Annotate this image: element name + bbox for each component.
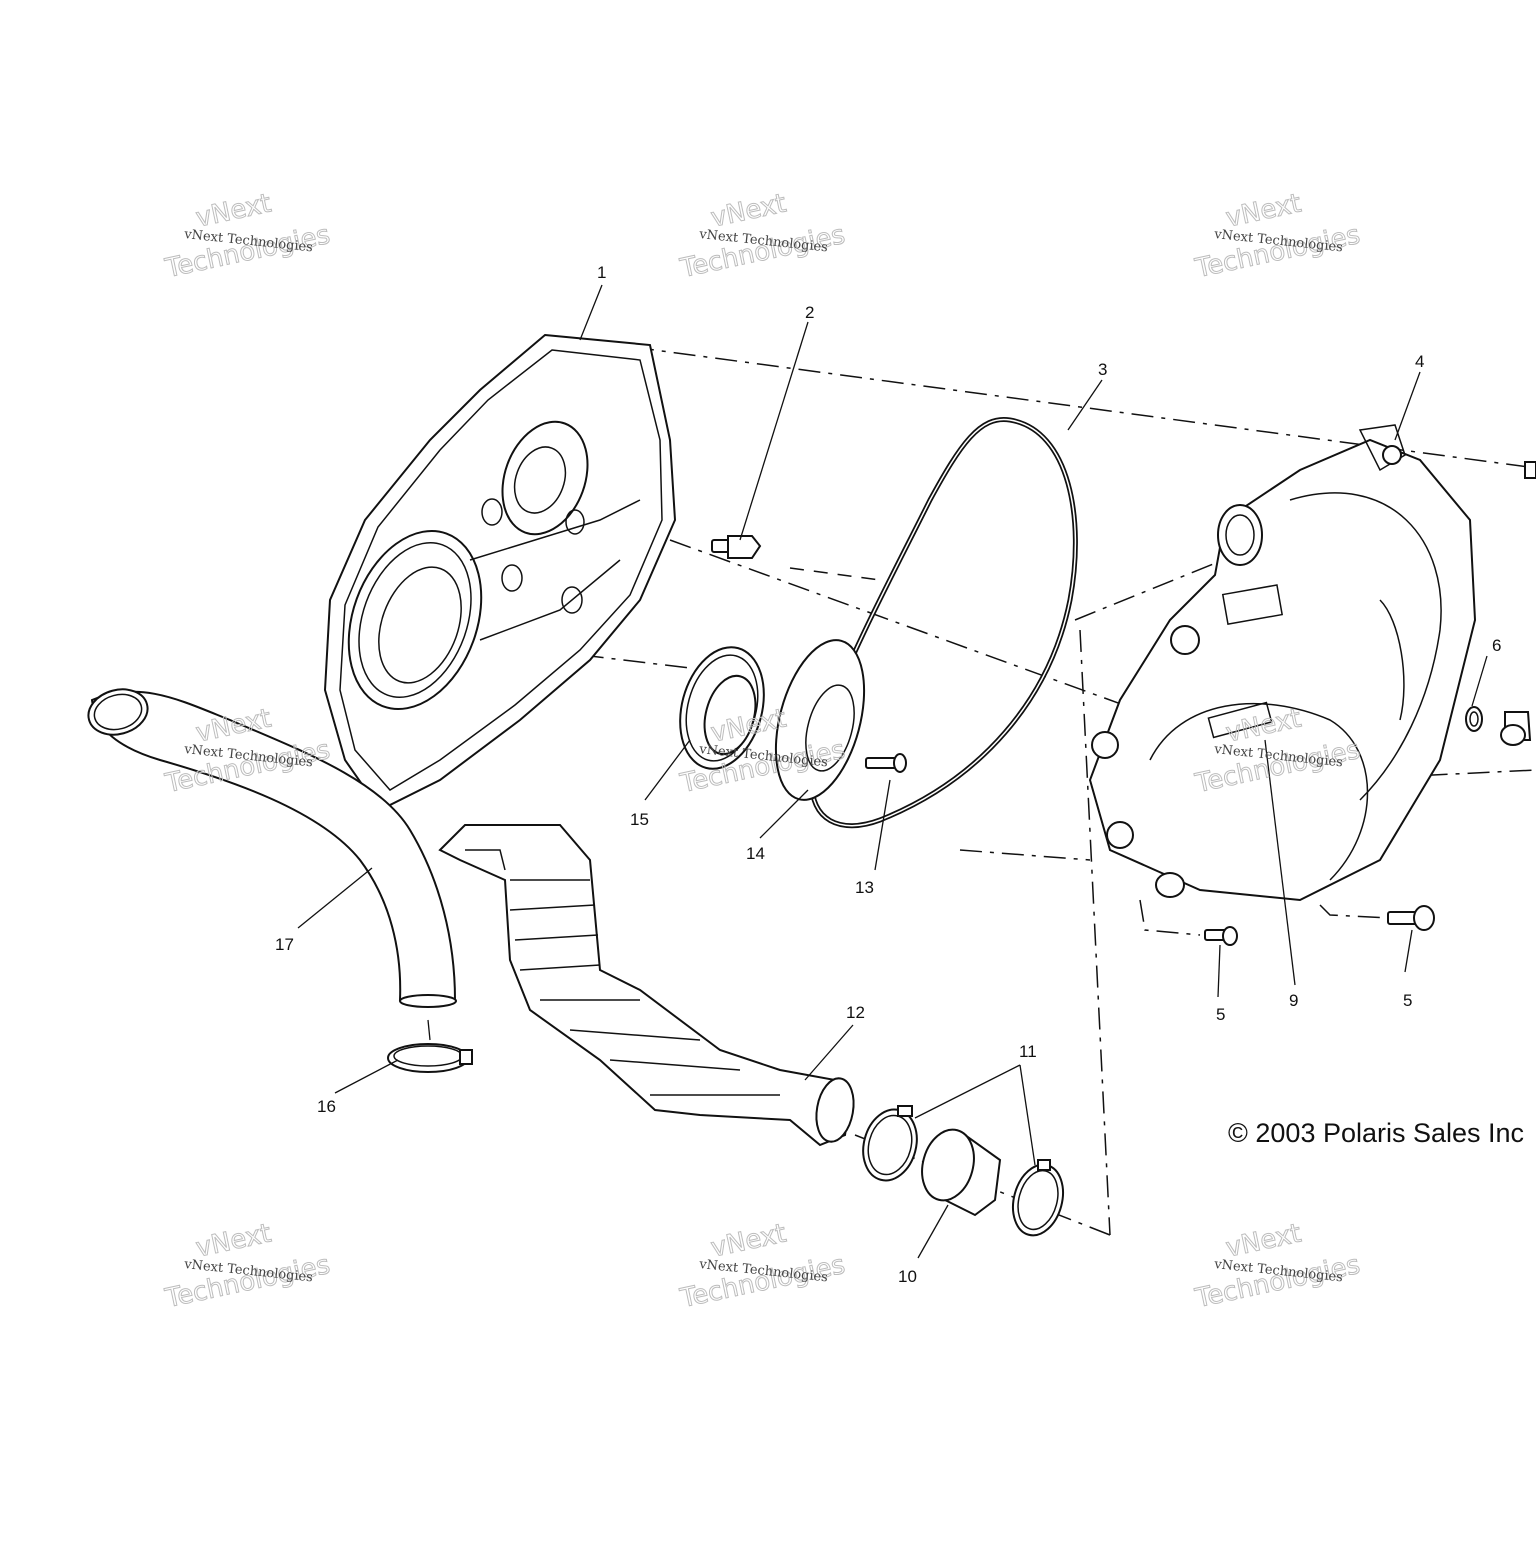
- callout-5-left: 5: [1216, 1005, 1225, 1024]
- outer-clutch-cover: [1088, 424, 1477, 902]
- copyright-notice: © 2003 Polaris Sales Inc: [1228, 1118, 1524, 1148]
- watermark-big-top: vNext: [708, 189, 789, 234]
- watermark-big-top: vNext: [193, 1219, 274, 1264]
- callout-11: 11: [1019, 1042, 1037, 1061]
- callout-9: 9: [1289, 991, 1298, 1010]
- callout-1: 1: [597, 263, 606, 282]
- callout-17: 17: [275, 935, 294, 954]
- callout-5-right: 5: [1403, 991, 1412, 1010]
- drive-belt: [809, 416, 1078, 829]
- screw-part-5-right: [1387, 905, 1435, 931]
- watermark-big-top: vNext: [193, 189, 274, 234]
- callout-4: 4: [1415, 352, 1424, 371]
- screw-part-5-left: [1204, 926, 1238, 946]
- watermark-big-top: vNext: [708, 1219, 789, 1264]
- air-duct-part-12: [438, 824, 855, 1147]
- bolt-part-2: [711, 535, 762, 559]
- watermark-big-top: vNext: [1223, 1219, 1304, 1264]
- callout-10: 10: [898, 1267, 917, 1286]
- callout-15: 15: [630, 810, 649, 829]
- callout-2: 2: [805, 303, 814, 322]
- inner-clutch-cover: [323, 333, 677, 812]
- seal-part-15: [679, 646, 765, 770]
- intake-hose-part-17: [87, 688, 457, 1008]
- cover-plate-part-14: [774, 639, 907, 801]
- callout-16: 16: [317, 1097, 336, 1116]
- o-ring-part-6: [1465, 461, 1536, 746]
- callout-3: 3: [1098, 360, 1107, 379]
- callout-numbers: 1 2 3 4 5 5 6 9 10 11 12 13 14 15 16 17: [275, 263, 1501, 1286]
- leader-lines: [297, 284, 1488, 1259]
- watermark-big-top: vNext: [1223, 189, 1304, 234]
- callout-12: 12: [846, 1003, 865, 1022]
- coupler-part-10: [921, 1128, 1002, 1217]
- callout-13: 13: [855, 878, 874, 897]
- clamp-part-11-right: [1012, 1159, 1064, 1237]
- clamp-part-11-left: [862, 1105, 918, 1182]
- callout-6: 6: [1492, 636, 1501, 655]
- callout-14: 14: [746, 844, 765, 863]
- hose-clamp-part-16: [387, 1043, 473, 1073]
